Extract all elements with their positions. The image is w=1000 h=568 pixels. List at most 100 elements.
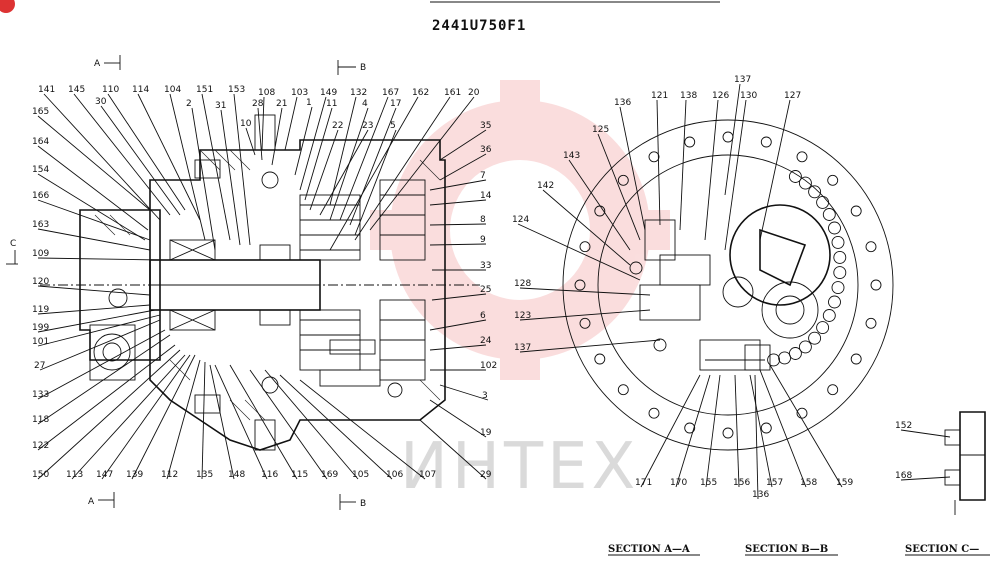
roller-icon [828, 221, 841, 235]
roller-icon [828, 295, 841, 309]
leader-line [439, 384, 489, 401]
callout-label: 22 [332, 121, 343, 131]
callout-label: 35 [480, 121, 491, 131]
leader-line [233, 93, 251, 246]
leader-line [354, 96, 451, 241]
callout-label: 162 [412, 88, 429, 98]
leader-line [37, 285, 151, 296]
leader-line [37, 115, 151, 211]
roller-icon [822, 208, 836, 221]
leader-line [542, 189, 631, 266]
leader-line [71, 354, 186, 480]
callout-label: 150 [32, 470, 49, 480]
callout-label: 104 [164, 85, 181, 95]
leader-line [429, 344, 487, 351]
callout-label: 154 [32, 165, 49, 175]
section-marker-c-left: C [6, 239, 18, 265]
bolt-hole-icon [648, 407, 660, 419]
corner-badge-icon [0, 0, 15, 13]
leader-line [73, 93, 171, 216]
svg-text:C: C [10, 239, 16, 249]
watermark-text: ИНТЕХ [400, 430, 639, 504]
callout-label: 125 [592, 125, 609, 135]
leader-line [349, 107, 397, 226]
callout-label: 27 [34, 361, 45, 371]
svg-text:B: B [360, 499, 366, 509]
callout-label: 120 [32, 277, 49, 287]
bolt-hole-icon [865, 241, 877, 253]
leader-line [299, 96, 327, 191]
bolt-hole-icon [850, 205, 862, 217]
roller-icon [831, 281, 845, 295]
leader-line [245, 127, 256, 156]
watermark-gear-icon [370, 80, 670, 380]
leader-line [37, 349, 181, 480]
leader-line [429, 223, 487, 226]
callout-label: 113 [66, 470, 83, 480]
leader-line [37, 257, 161, 261]
section-title-c: SECTION C— [905, 544, 979, 555]
callout-label: 8 [480, 215, 486, 225]
leader-line [734, 374, 740, 488]
leader-line [294, 106, 313, 176]
bolt-hole-icon [684, 136, 696, 148]
callout-label: 116 [261, 470, 278, 480]
roller-icon [816, 195, 830, 209]
bolt-hole-icon [617, 384, 629, 396]
callout-label: 25 [480, 285, 491, 295]
callout-label: 124 [512, 215, 529, 225]
leader-line [759, 99, 791, 241]
bolt-hole-icon [865, 317, 877, 329]
roller-icon [788, 347, 802, 360]
callout-label: 158 [800, 478, 817, 488]
leader-line [339, 96, 389, 221]
leader-line [419, 419, 487, 480]
leader-line [279, 374, 393, 480]
leader-line [209, 364, 235, 480]
leader-line [100, 105, 181, 216]
callout-label: 4 [362, 99, 368, 109]
callout-label: 136 [752, 490, 769, 500]
leader-line [43, 93, 161, 221]
leader-line [517, 223, 641, 281]
leader-line [439, 153, 487, 181]
callout-label: 115 [291, 470, 308, 480]
svg-text:B: B [360, 63, 366, 73]
callout-label: 156 [733, 478, 750, 488]
leader-line [769, 364, 843, 488]
leader-line [749, 374, 773, 488]
callout-label: 112 [161, 470, 178, 480]
leader-line [169, 93, 206, 241]
bolt-hole-icon [850, 353, 862, 365]
leader-line [519, 339, 661, 353]
callout-label: 109 [32, 249, 49, 259]
bolt-hole-icon [760, 422, 772, 434]
leader-line [656, 99, 661, 226]
leader-line [429, 179, 487, 191]
leader-line [37, 334, 171, 425]
leader-line [754, 374, 759, 500]
section-title-b-b: SECTION B—B [745, 544, 828, 555]
leader-line [284, 96, 298, 151]
leader-line [431, 293, 487, 301]
leader-line [37, 309, 156, 333]
callout-label: 153 [228, 85, 245, 95]
callout-label: 2 [186, 99, 192, 109]
callout-label: 136 [614, 98, 631, 108]
leader-line [705, 374, 721, 488]
section-a-a-drawing [40, 114, 480, 451]
callout-label: 10 [240, 119, 252, 129]
roller-icon [816, 321, 830, 335]
section-marker-b-top: B [337, 60, 366, 75]
callout-label: 123 [514, 311, 531, 321]
leader-line [107, 93, 186, 211]
bolt-hole-icon [827, 174, 839, 186]
callout-label: 33 [480, 261, 491, 271]
roller-icon [788, 170, 802, 183]
leader-line [214, 364, 268, 480]
callout-label: 20 [468, 88, 480, 98]
callout-label: 141 [38, 85, 55, 95]
callout-label: 121 [651, 91, 668, 101]
callout-label: 148 [228, 470, 245, 480]
